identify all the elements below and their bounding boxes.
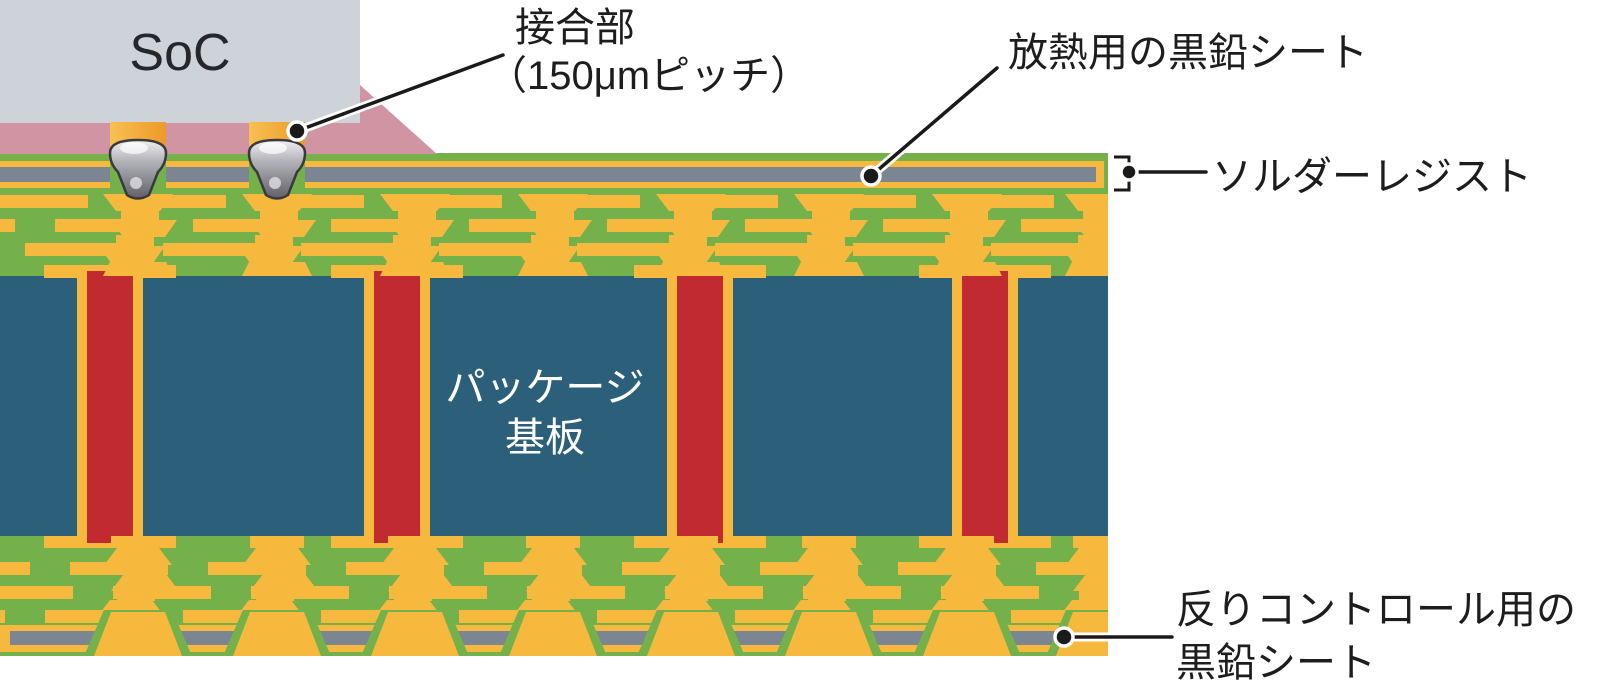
package-substrate-label: パッケージ 基板	[415, 363, 675, 463]
heat-sheet-label: 放熱用の黒鉛シート	[1008, 31, 1368, 75]
joint-label-line1: 接合部	[515, 6, 635, 50]
callout-dot	[860, 165, 882, 187]
warp-label-line1: 反りコントロール用の	[1176, 588, 1576, 632]
warp-label-line2: 黒鉛シート	[1176, 641, 1376, 682]
underfill	[0, 85, 437, 154]
package-substrate-label-line1: パッケージ	[445, 366, 645, 410]
via-stacks	[84, 194, 1108, 656]
package-core	[0, 276, 1108, 536]
callout-warp-sheet	[1053, 626, 1177, 648]
warp-sheet-label: 反りコントロール用の 黒鉛シート	[1176, 584, 1576, 682]
callout-solder-resist	[1114, 155, 1208, 192]
joint-label: 接合部 （150μmピッチ）	[487, 4, 810, 100]
callout-dot	[286, 120, 308, 142]
graphite-sheet-bottom	[0, 610, 1108, 656]
callout-dot	[1119, 162, 1139, 182]
joint-label-line2: （150μmピッチ）	[487, 54, 811, 98]
package-substrate-label-line2: 基板	[505, 416, 585, 460]
solder-resist-label: ソルダーレジスト	[1212, 155, 1532, 199]
callout-heat-sheet	[860, 63, 1002, 187]
soc-block	[0, 0, 360, 123]
callout-dot	[1053, 626, 1075, 648]
soc-label: SoC	[129, 24, 231, 82]
callout-joint	[286, 50, 508, 142]
